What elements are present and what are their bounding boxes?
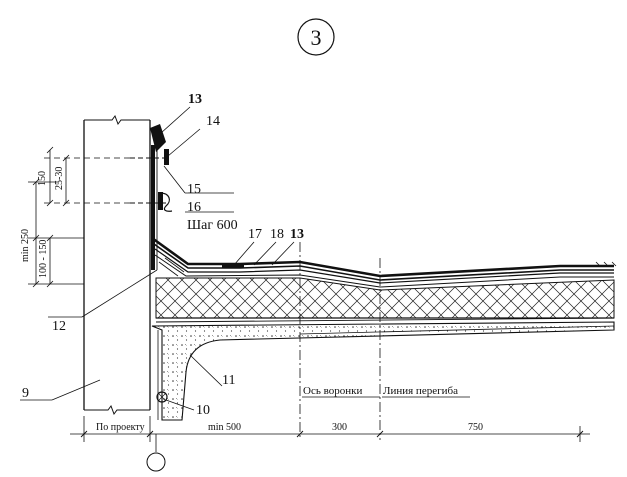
screed-top-line (154, 254, 614, 288)
callout-13-top: 13 (188, 92, 202, 107)
callout-14: 14 (206, 114, 220, 129)
leader-13-top (160, 106, 191, 134)
fastening-washer-upper (164, 149, 169, 165)
wall-break-top (84, 114, 150, 126)
callout-15: 15 (187, 182, 201, 197)
callout-11: 11 (222, 373, 235, 388)
dim-ticks (32, 146, 70, 288)
sealing-cord-hatch (157, 392, 167, 402)
wall-break-bottom (84, 404, 150, 416)
reference-axes: Ось воронки Линия перегиба (299, 242, 470, 440)
leader-10 (165, 399, 195, 411)
fillet-hatch-2 (158, 261, 179, 277)
callout-10: 10 (196, 403, 210, 418)
callout-17: 17 (248, 227, 262, 242)
dim-25-30: 25-30 (54, 167, 65, 190)
dim-100-150: 100 - 150 (38, 240, 49, 278)
callout-13-right: 13 (290, 227, 304, 242)
section-number: 3 (311, 25, 322, 50)
dim-300: 300 (332, 422, 347, 433)
leader-15 (163, 165, 186, 194)
dim-chain-ticks (80, 430, 584, 438)
dim-min500: min 500 (208, 422, 241, 433)
reinforcing-strip (222, 263, 244, 268)
callout-12: 12 (52, 319, 66, 334)
dim-min250: min 250 (20, 229, 31, 262)
drain-axis-label: Ось воронки (303, 385, 362, 397)
callouts: 13 14 15 16 Шаг 600 17 18 13 12 11 9 10 (20, 92, 304, 418)
callout-9: 9 (22, 386, 29, 401)
concrete-slab-section (151, 321, 615, 421)
callout-18: 18 (270, 227, 284, 242)
leader-17 (233, 241, 255, 266)
grid-axis-bubble (146, 452, 166, 472)
parapet-wall (83, 114, 151, 416)
leader-11 (189, 354, 223, 387)
insulation-hatched-area (155, 277, 615, 319)
leader-14 (167, 128, 201, 157)
leader-18 (253, 241, 277, 266)
flashing-strip-vertical (151, 145, 155, 270)
insulation-slab (155, 277, 615, 323)
step-label: Шаг 600 (187, 218, 238, 233)
membrane-continuation-ticks (595, 261, 617, 267)
leader-12 (81, 269, 158, 318)
fastening-clamp-lower (158, 192, 163, 210)
wall-flashing-assembly (130, 124, 173, 270)
leader-13-right (271, 241, 295, 266)
clamp-hook (159, 192, 173, 212)
slab-underside-line (299, 325, 615, 335)
vapor-barrier-line (155, 317, 615, 323)
section-number-marker: 3 (297, 18, 335, 56)
fillet-hatch-1 (164, 257, 185, 273)
concrete-slab (151, 321, 615, 421)
dim-750: 750 (468, 422, 483, 433)
sealing-cord (156, 391, 168, 403)
bend-line-label: Линия перегиба (383, 385, 458, 397)
sealant-mastic-top (150, 124, 166, 152)
vertical-dimensions: min 250 150 25-30 100 - 150 (20, 146, 130, 288)
section-circle (297, 18, 335, 56)
leader-9 (51, 379, 101, 401)
dim-po-proektu: По проекту (96, 422, 145, 433)
dim-150: 150 (37, 171, 48, 186)
callout-16: 16 (187, 200, 201, 215)
horizontal-dimensions: По проекту min 500 300 750 (70, 416, 590, 472)
